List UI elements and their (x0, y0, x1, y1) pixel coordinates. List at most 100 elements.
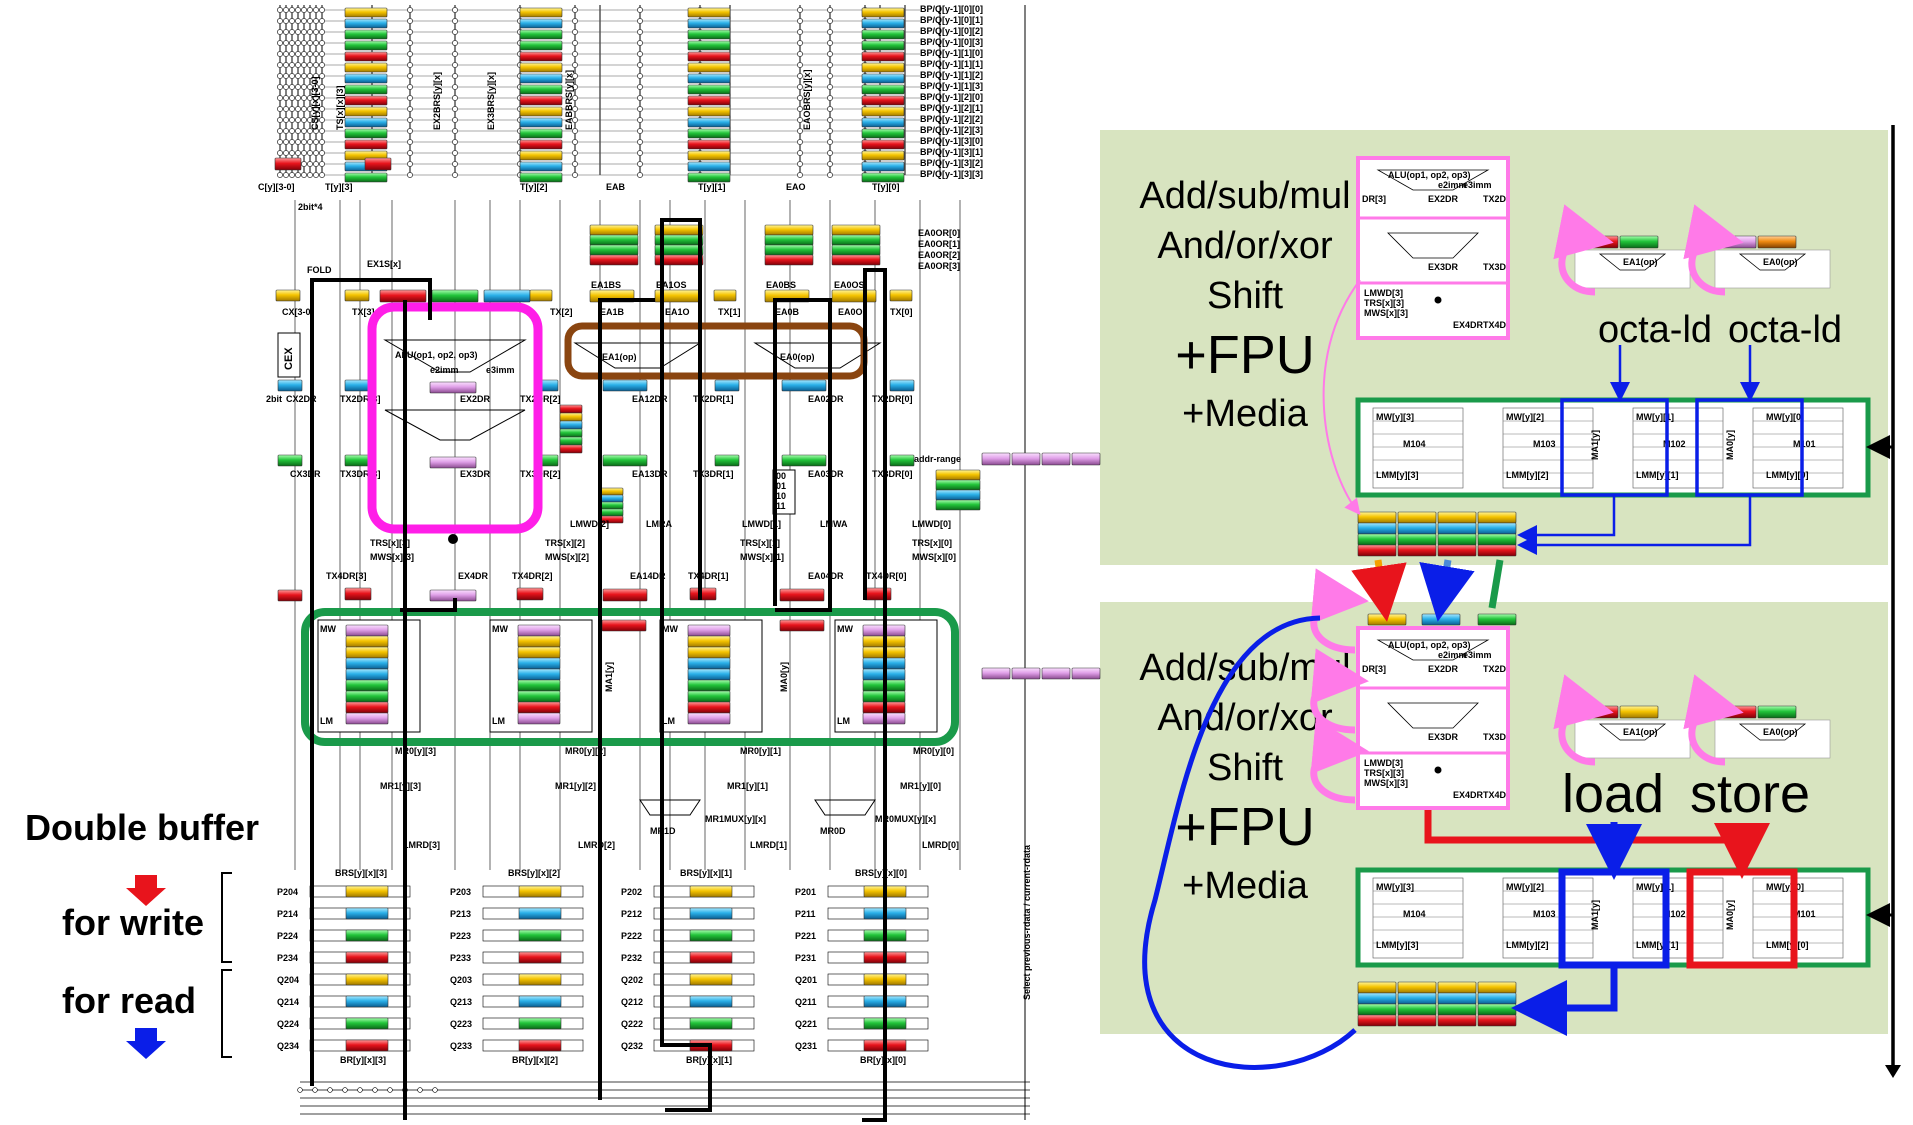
ops-label: And/or/xor (1157, 697, 1333, 739)
register-g (519, 40, 563, 51)
junction (637, 161, 643, 167)
label: M103 (1533, 439, 1556, 449)
junction (301, 7, 307, 13)
junction (637, 84, 643, 90)
path-highlight (862, 268, 887, 1122)
label: LMM[y][3] (1376, 940, 1419, 950)
label: LMWD[3] (1364, 758, 1403, 768)
register-y (1357, 981, 1397, 994)
label: MR0[y][2] (565, 746, 606, 756)
label: BRS[y][x][1] (680, 868, 732, 878)
label: Q211 (795, 997, 817, 1007)
junction (313, 117, 319, 123)
junction (307, 128, 313, 134)
register-y (861, 62, 905, 73)
register-r (344, 95, 388, 106)
register-g (519, 84, 563, 95)
register-g (1477, 533, 1517, 546)
legend-read: for read (62, 980, 196, 1021)
label: Q224 (277, 1019, 299, 1029)
label: BP/Q[y-1][3][3] (920, 169, 983, 179)
register-g (1357, 533, 1397, 546)
junction (407, 7, 413, 13)
junction (572, 18, 578, 24)
junction (307, 172, 313, 178)
label: MR1MUX[y][x] (705, 814, 766, 824)
register-y (600, 487, 624, 496)
label: TX3D (1483, 732, 1507, 742)
register-r (687, 51, 731, 62)
register-c (935, 489, 981, 501)
junction (797, 95, 803, 101)
junction (432, 1087, 438, 1093)
junction (637, 106, 643, 112)
junction (313, 40, 319, 46)
junction (295, 150, 301, 156)
junction (307, 84, 313, 90)
register-g (687, 172, 731, 183)
label: LMRD[1] (750, 840, 787, 850)
junction (637, 51, 643, 57)
junction (797, 106, 803, 112)
register-p (345, 712, 389, 725)
register-y (517, 635, 561, 648)
junction (277, 51, 283, 57)
junction (313, 161, 319, 167)
register-r (345, 701, 389, 714)
label: TX3D (1483, 262, 1507, 272)
junction (797, 29, 803, 35)
junction (307, 117, 313, 123)
junction (301, 117, 307, 123)
junction (289, 95, 295, 101)
junction (319, 18, 325, 24)
junction (312, 1087, 318, 1093)
register-p (687, 712, 731, 725)
label: P232 (621, 953, 642, 963)
junction (277, 128, 283, 134)
label: TX4DR[3] (326, 571, 367, 581)
label: TX2DR[1] (693, 394, 734, 404)
junction (277, 117, 283, 123)
register-r (1357, 544, 1397, 557)
junction (295, 106, 301, 112)
register-y (687, 7, 731, 18)
register-r (764, 254, 814, 266)
ea-mini (1714, 719, 1831, 759)
register-y (518, 885, 562, 898)
label: CEX (283, 347, 295, 370)
label: T[y][0] (872, 182, 900, 192)
label: EA1(op) (602, 352, 637, 362)
register-r (518, 1039, 562, 1052)
register-c (1477, 522, 1517, 535)
label: EA0OR[3] (918, 261, 960, 271)
junction (301, 106, 307, 112)
junction (319, 150, 325, 156)
label: T[y][3] (325, 182, 353, 192)
label: TX2D (1483, 194, 1507, 204)
register-c (687, 668, 731, 681)
label: MW (492, 624, 508, 634)
mini-pipeline-frame (1356, 626, 1510, 810)
label: EX4DR (1453, 790, 1484, 800)
register-c (518, 907, 562, 920)
junction (313, 51, 319, 57)
register-g (1477, 1003, 1517, 1016)
register-g (517, 690, 561, 703)
label: e2imm (1438, 650, 1467, 660)
label: EA1B (600, 307, 625, 317)
junction (407, 150, 413, 156)
junction (407, 106, 413, 112)
register-r (687, 139, 731, 150)
label: EA1(op) (1623, 257, 1658, 267)
junction (452, 51, 458, 57)
junction (572, 7, 578, 13)
label: LMRD[0] (922, 840, 959, 850)
register-g (431, 289, 479, 303)
register-p (345, 624, 389, 637)
label: TX[1] (718, 307, 741, 317)
junction (307, 29, 313, 35)
register-y (1397, 981, 1437, 994)
label: MW (662, 624, 678, 634)
mini-bank (1502, 877, 1594, 959)
label: TX[2] (550, 307, 573, 317)
